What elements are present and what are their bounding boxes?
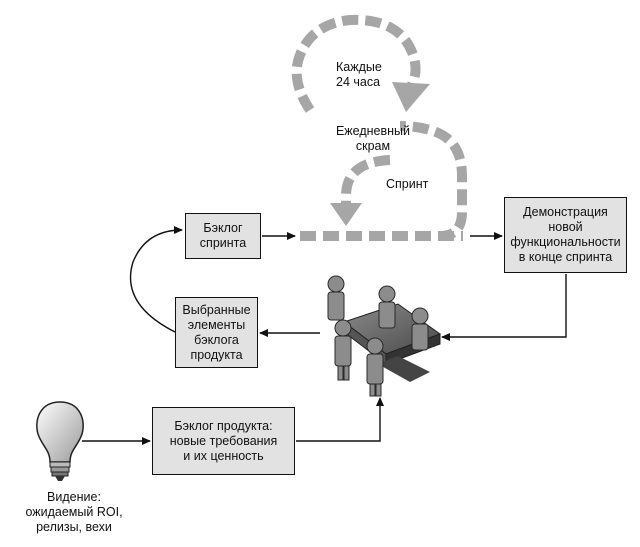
sprint-label: Спринт [386,177,429,191]
every-24h-label: Каждые 24 часа [336,60,382,89]
product-backlog-box: Бэклог продукта: новые требования и их ц… [152,407,295,475]
lightbulb-icon [36,401,84,481]
sprint-cycle-arrow [300,121,467,241]
demo-label: Демонстрация новой функциональности в ко… [510,205,621,264]
product-backlog-label: Бэклог продукта: новые требования и их ц… [169,418,278,463]
sprint-inner-arrowhead [330,203,362,226]
connector-product-backlog-to-meeting [296,397,384,442]
daily-scrum-label: Ежедневный скрам [335,124,411,153]
demo-box: Демонстрация новой функциональности в ко… [504,197,627,273]
daily-cycle-arrow [291,14,421,113]
selected-items-box: Выбранные элементы бэклога продукта [175,297,258,368]
daily-cycle-arrowhead [392,82,430,112]
team-meeting-icon [327,275,442,397]
sprint-inner-arrow [341,155,391,206]
sprint-backlog-label: Бэклог спринта [199,221,247,250]
vision-label: Видение: ожидаемый ROI, релизы, вехи [25,490,123,534]
connector-demo-to-meeting [441,274,567,341]
selected-items-label: Выбранные элементы бэклога продукта [182,302,251,362]
connector-selected-to-sprint-backlog [129,226,183,333]
sprint-backlog-box: Бэклог спринта [185,213,261,259]
